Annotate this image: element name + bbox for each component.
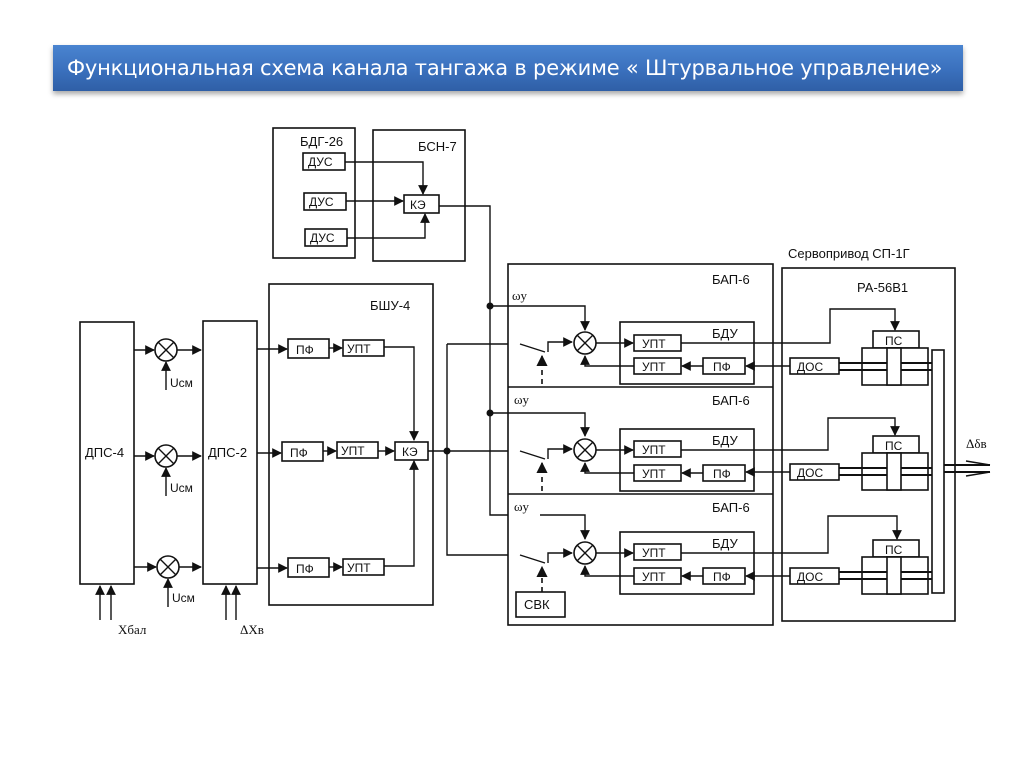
actuator-label: РА-56В1 xyxy=(857,280,908,295)
dps2-block: ДПС-2 ΔXв xyxy=(202,320,264,637)
upt-back-3-label: УПТ xyxy=(642,570,666,584)
pf-back-3-label: ПФ xyxy=(713,570,731,584)
bsn7-block: БСН-7 КЭ xyxy=(345,129,466,262)
output-delta-label: Δδв xyxy=(966,436,987,451)
bdg26-label: БДГ-26 xyxy=(300,134,343,149)
dps4-label: ДПС-4 xyxy=(85,445,124,460)
upt-back-1-label: УПТ xyxy=(642,360,666,374)
dos-3-label: ДОС xyxy=(797,570,823,584)
upt-fwd-2-label: УПТ xyxy=(642,443,666,457)
bdg26-block: БДГ-26 ДУС ДУС ДУС xyxy=(272,127,356,259)
upt-3-label: УПТ xyxy=(347,561,371,575)
pf-back-1-label: ПФ xyxy=(713,360,731,374)
ps-2-label: ПС xyxy=(885,439,903,453)
bdu-2-label: БДУ xyxy=(712,433,738,448)
bshu-ke-label: КЭ xyxy=(402,445,418,459)
bap6-channel-2: БАП-6 ωу БДУ УПТ УПТ ПФ xyxy=(490,392,755,492)
servo-sp1g: Сервопривод СП-1Г РА-56В1 ПС ДОС ПС ДОС xyxy=(681,246,991,622)
bsn-ke-box xyxy=(403,194,440,214)
dus-1-label: ДУС xyxy=(308,155,333,169)
dos-2-label: ДОС xyxy=(797,466,823,480)
ucm-3-label: Uсм xyxy=(172,591,195,605)
mixer-1: Uсм xyxy=(134,338,202,390)
dps2-label: ДПС-2 xyxy=(208,445,247,460)
pf-2-label: ПФ xyxy=(290,446,308,460)
output-rod xyxy=(931,349,945,594)
bap6-3-label: БАП-6 xyxy=(712,500,750,515)
dxv-label: ΔXв xyxy=(240,622,264,637)
upt-2-label: УПТ xyxy=(341,444,365,458)
mixers: Uсм Uсм Uсм xyxy=(134,338,202,607)
xbal-label: Xбал xyxy=(118,622,147,637)
ps-3-label: ПС xyxy=(885,543,903,557)
bap6-1-label: БАП-6 xyxy=(712,272,750,287)
svk-label: СВК xyxy=(524,597,550,612)
mixer-3: Uсм xyxy=(134,555,202,607)
bdu-3-label: БДУ xyxy=(712,536,738,551)
ps-1-label: ПС xyxy=(885,334,903,348)
upt-1-label: УПТ xyxy=(347,342,371,356)
upt-back-2-label: УПТ xyxy=(642,467,666,481)
mixer-2: Uсм xyxy=(134,444,202,496)
bsn-ke-label: КЭ xyxy=(410,198,426,212)
servo-unit-2: ПС ДОС xyxy=(681,417,932,491)
servo-label: Сервопривод СП-1Г xyxy=(788,246,910,261)
slide-title: Функциональная схема канала тангажа в ре… xyxy=(53,45,963,91)
dos-1-label: ДОС xyxy=(797,360,823,374)
svk-box xyxy=(515,591,566,618)
omega-2-label: ωу xyxy=(514,392,530,407)
bsn7-label: БСН-7 xyxy=(418,139,457,154)
dps4-block: ДПС-4 Xбал xyxy=(79,321,147,637)
servo-unit-3: ПС ДОС xyxy=(681,515,932,595)
dus-3-label: ДУС xyxy=(310,231,335,245)
bap6-channel-1: БАП-6 ωу БДУ УПТ УПТ ПФ xyxy=(490,272,755,385)
servo-unit-1: ПС ДОС xyxy=(681,308,932,386)
ucm-2-label: Uсм xyxy=(170,481,193,495)
pf-1-label: ПФ xyxy=(296,343,314,357)
upt-fwd-1-label: УПТ xyxy=(642,337,666,351)
bdu-1-label: БДУ xyxy=(712,326,738,341)
dus-2-label: ДУС xyxy=(309,195,334,209)
upt-fwd-3-label: УПТ xyxy=(642,546,666,560)
omega-3-label: ωу xyxy=(514,499,530,514)
pf-3-label: ПФ xyxy=(296,562,314,576)
omega-1-label: ωу xyxy=(512,288,528,303)
bshu4-label: БШУ-4 xyxy=(370,298,410,313)
ucm-1-label: Uсм xyxy=(170,376,193,390)
bap6-2-label: БАП-6 xyxy=(712,393,750,408)
bap6-channel-3: БАП-6 ωу БДУ УПТ УПТ ПФ СВК xyxy=(514,499,755,618)
pf-back-2-label: ПФ xyxy=(713,467,731,481)
bshu4-block: БШУ-4 ПФ УПТ ПФ УПТ КЭ ПФ УПТ xyxy=(257,283,434,606)
